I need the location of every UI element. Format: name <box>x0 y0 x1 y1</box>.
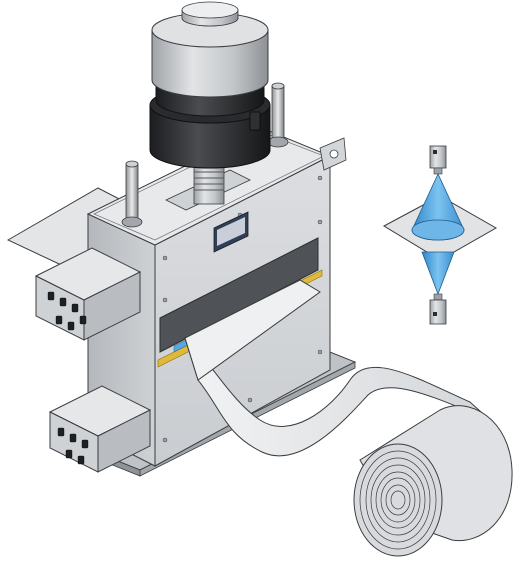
measurement-detail <box>382 145 498 325</box>
strip-coil <box>353 405 513 557</box>
guide-posts <box>121 82 289 228</box>
sensor-head <box>149 1 271 169</box>
lower-connector-box <box>48 385 152 473</box>
upper-connector-box <box>34 247 142 341</box>
lower-sensor-icon <box>429 293 447 325</box>
nameplate <box>213 211 249 253</box>
upper-sensor-icon <box>429 145 447 175</box>
